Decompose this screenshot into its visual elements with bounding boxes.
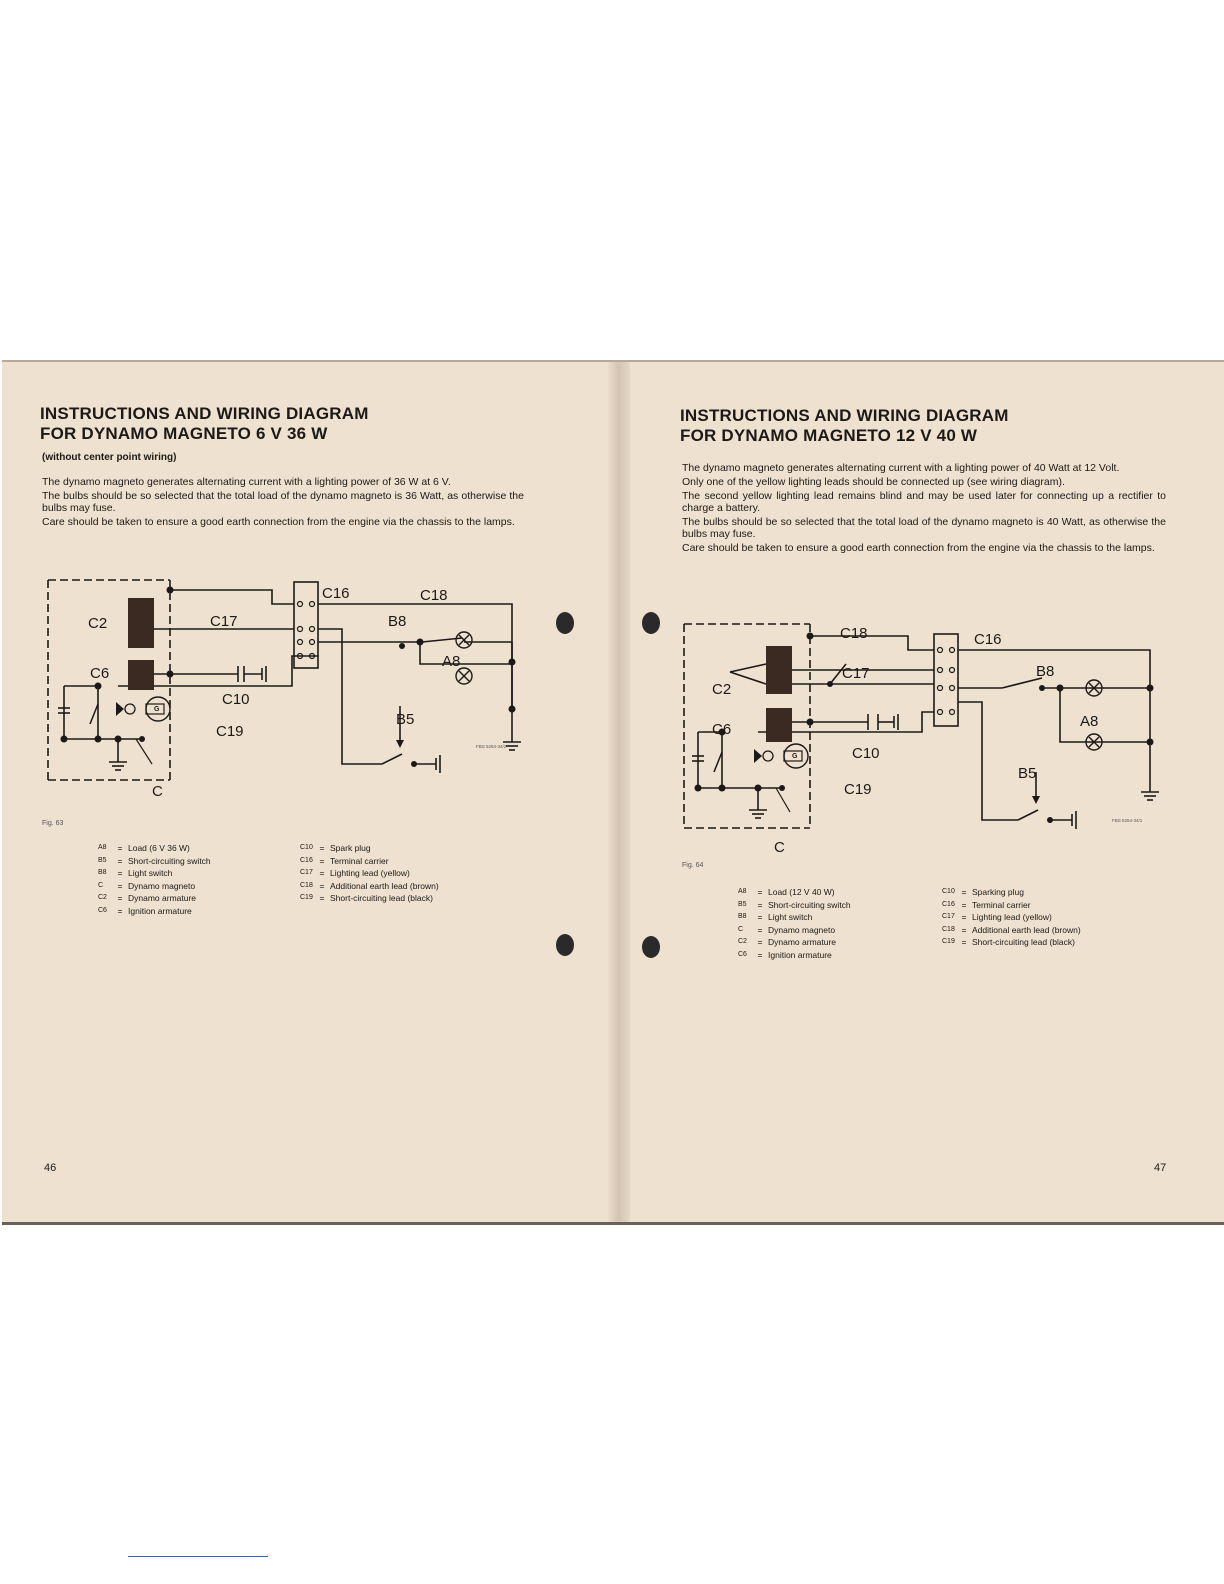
label-c6: C6	[712, 721, 731, 738]
left-page: INSTRUCTIONS AND WIRING DIAGRAM FOR DYNA…	[2, 362, 608, 1222]
legend-item: C2=Dynamo armature	[98, 893, 197, 903]
diagram-reference: FBS 5254-34/1	[1112, 818, 1143, 823]
legend-item: B5=Short-circuiting switch	[738, 899, 851, 910]
legend-item: C19=Short-circuiting lead (black)	[300, 893, 433, 903]
label-a8: A8	[442, 653, 460, 670]
link-underline	[128, 1556, 268, 1557]
right-paragraph: The dynamo magneto generates alternating…	[682, 462, 1120, 474]
legend-item: C6=Ignition armature	[98, 905, 192, 916]
right-title-line2: FOR DYNAMO MAGNETO 12 V 40 W	[680, 426, 978, 445]
legend-item: B8=Light switch	[738, 912, 813, 922]
left-page-number: 46	[44, 1162, 57, 1174]
legend-item: A8=Load (6 V 36 W)	[98, 843, 190, 853]
label-c19: C19	[844, 781, 872, 798]
legend-item: C19=Short-circuiting lead (black)	[942, 937, 1075, 947]
label-c10: C10	[222, 691, 250, 708]
legend-item: C16=Terminal carrier	[942, 899, 1031, 910]
right-paragraph: Only one of the yellow lighting leads sh…	[682, 476, 1065, 488]
left-page-title: INSTRUCTIONS AND WIRING DIAGRAM FOR DYNA…	[40, 404, 369, 444]
legend-item: C6=Ignition armature	[738, 949, 832, 960]
right-legend-col2: C10=Sparking plug C16=Terminal carrier C…	[942, 886, 1081, 949]
label-c2: C2	[712, 681, 731, 698]
right-paragraph: The bulbs should be so selected that the…	[682, 516, 1166, 540]
legend-item: C10=Sparking plug	[942, 887, 1024, 897]
label-c17: C17	[210, 613, 238, 630]
label-c16: C16	[974, 631, 1002, 648]
right-paragraph: The second yellow lighting lead remains …	[682, 490, 1166, 514]
legend-item: C=Dynamo magneto	[98, 880, 196, 891]
label-g: G	[792, 753, 798, 760]
right-paragraph: Care should be taken to ensure a good ea…	[682, 542, 1155, 554]
legend-item: C16=Terminal carrier	[300, 855, 389, 866]
left-wiring-diagram: C16 C18 C17 C2 B8 A8 C6 C10 C19 B5 C G F…	[47, 579, 521, 800]
binder-hole	[642, 936, 660, 958]
label-c17: C17	[842, 665, 870, 682]
right-body-text: The dynamo magneto generates alternating…	[682, 462, 1166, 556]
binder-hole	[642, 612, 660, 634]
terminal-carrier	[933, 633, 959, 727]
legend-item: A8=Load (12 V 40 W)	[738, 887, 835, 897]
left-title-line2: FOR DYNAMO MAGNETO 6 V 36 W	[40, 424, 328, 443]
lamp-a8	[455, 631, 473, 685]
left-paragraph: The dynamo magneto generates alternating…	[42, 476, 451, 488]
left-subtitle: (without center point wiring)	[42, 452, 177, 463]
left-legend-col2: C10=Spark plug C16=Terminal carrier C17=…	[300, 842, 439, 905]
legend-item: B8=Light switch	[98, 868, 173, 878]
dynamo-armature-c2	[766, 646, 792, 694]
ignition-armature-c6	[128, 660, 154, 690]
legend-item: C17=Lighting lead (yellow)	[942, 912, 1052, 922]
left-legend-col1: A8=Load (6 V 36 W) B5=Short-circuiting s…	[98, 842, 211, 917]
legend-item: B5=Short-circuiting switch	[98, 855, 211, 866]
left-paragraph: The bulbs should be so selected that the…	[42, 490, 524, 514]
legend-item: C2=Dynamo armature	[738, 937, 837, 947]
label-b5: B5	[1018, 765, 1036, 782]
label-b8: B8	[388, 613, 406, 630]
left-title-line1: INSTRUCTIONS AND WIRING DIAGRAM	[40, 404, 369, 423]
right-page: INSTRUCTIONS AND WIRING DIAGRAM FOR DYNA…	[630, 362, 1224, 1222]
label-c: C	[774, 839, 785, 856]
label-g: G	[154, 706, 160, 713]
left-body-text: The dynamo magneto generates alternating…	[42, 476, 524, 530]
right-figure-number: Fig. 64	[682, 862, 704, 869]
dynamo-armature-c2	[128, 598, 154, 648]
diagram-reference: FBS 5264-34/2	[476, 744, 507, 749]
label-a8: A8	[1080, 713, 1098, 730]
label-c6: C6	[90, 665, 109, 682]
label-b8: B8	[1036, 663, 1054, 680]
legend-item: C18=Additional earth lead (brown)	[942, 924, 1081, 935]
left-figure-number: Fig. 63	[42, 820, 64, 827]
right-page-number: 47	[1154, 1162, 1167, 1174]
legend-item: C=Dynamo magneto	[738, 924, 836, 935]
book-spread: INSTRUCTIONS AND WIRING DIAGRAM FOR DYNA…	[2, 360, 1224, 1225]
ignition-armature-c6	[766, 708, 792, 742]
label-c2: C2	[88, 615, 107, 632]
legend-item: C18=Additional earth lead (brown)	[300, 880, 439, 891]
binder-hole	[556, 934, 574, 956]
binder-hole	[556, 612, 574, 634]
label-c19: C19	[216, 723, 244, 740]
label-c16: C16	[322, 585, 350, 602]
right-wiring-diagram: C18 C16 C17 C2 B8 A8 C6 C10 C19 B5 C G F…	[683, 623, 1159, 856]
legend-item: C10=Spark plug	[300, 843, 371, 853]
lamp-a8	[1085, 679, 1103, 751]
label-c10: C10	[852, 745, 880, 762]
terminal-carrier	[293, 581, 319, 669]
label-c18: C18	[420, 587, 448, 604]
right-title-line1: INSTRUCTIONS AND WIRING DIAGRAM	[680, 406, 1009, 425]
label-b5: B5	[396, 711, 414, 728]
left-paragraph: Care should be taken to ensure a good ea…	[42, 516, 515, 528]
book-gutter	[608, 362, 630, 1222]
label-c18: C18	[840, 625, 868, 642]
label-c: C	[152, 783, 163, 800]
right-legend-col1: A8=Load (12 V 40 W) B5=Short-circuiting …	[738, 886, 851, 961]
right-page-title: INSTRUCTIONS AND WIRING DIAGRAM FOR DYNA…	[680, 406, 1009, 446]
legend-item: C17=Lighting lead (yellow)	[300, 868, 410, 878]
